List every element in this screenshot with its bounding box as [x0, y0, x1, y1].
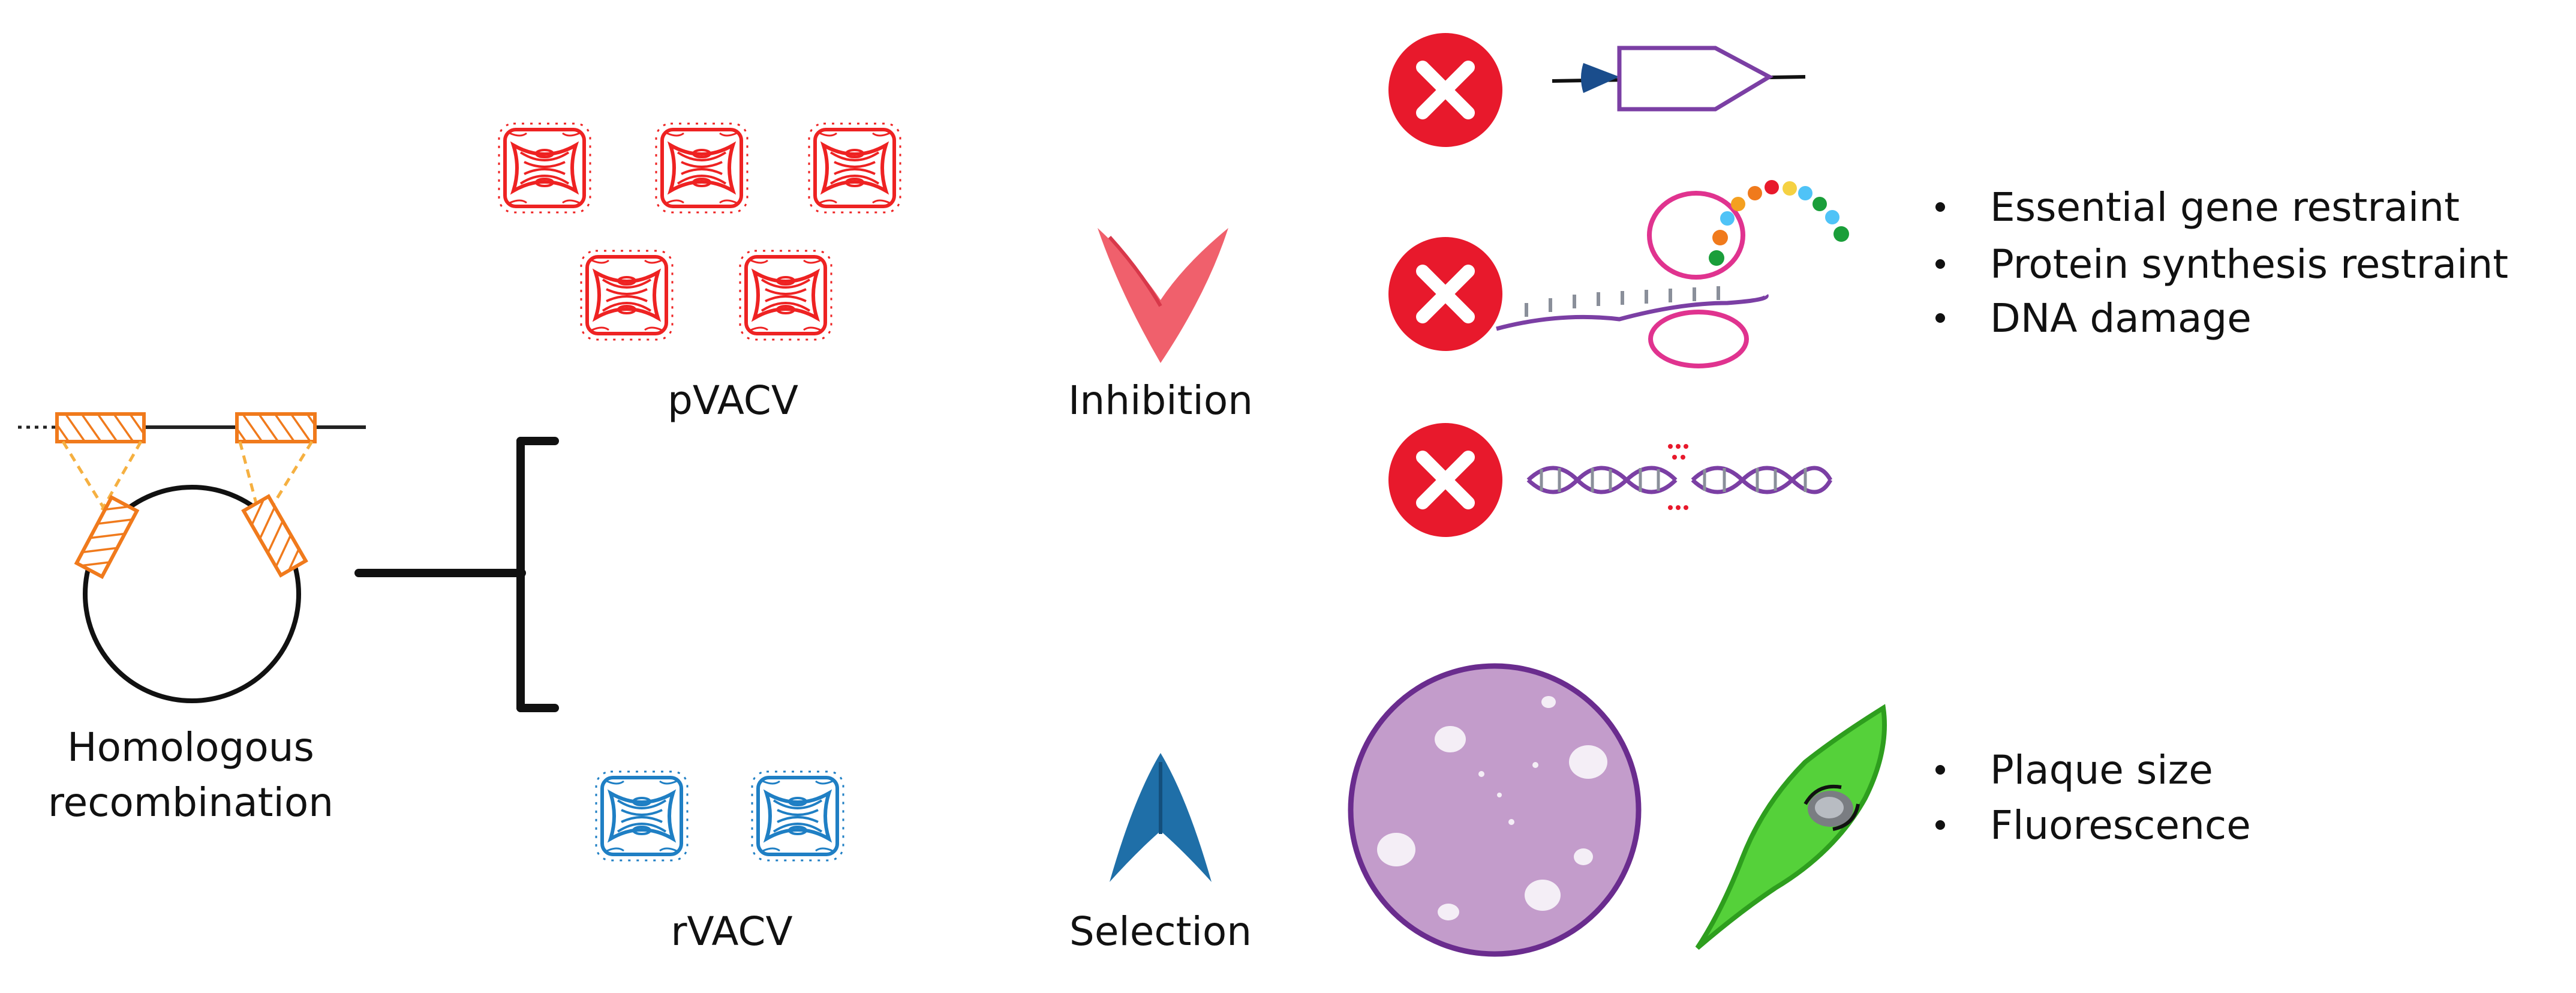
selection-item: Plaque size	[1990, 747, 2213, 793]
gene-construct-icon	[1552, 46, 1806, 112]
pvacv-label: pVACV	[668, 377, 798, 424]
selection-arrow-icon	[1110, 753, 1212, 882]
broken-dna-icon	[1526, 444, 1833, 510]
ribosome-translation-icon	[1496, 180, 1849, 368]
fluorescent-cell-icon	[1695, 704, 1887, 950]
inhibition-mechanism-list: Essential gene restraint Protein synthes…	[1935, 184, 2508, 341]
plaque-plate-icon	[1348, 663, 1642, 957]
selection-item: Fluorescence	[1990, 802, 2251, 848]
x-mark-icon	[1388, 237, 1502, 351]
homologous-label-line1: Homologous	[67, 724, 314, 770]
x-mark-icon	[1388, 33, 1502, 147]
rvacv-label: rVACV	[671, 908, 792, 955]
selection-label: Selection	[1069, 908, 1252, 955]
pvacv-virions	[499, 124, 900, 340]
mechanism-item: Protein synthesis restraint	[1990, 241, 2508, 287]
inhibition-label: Inhibition	[1068, 377, 1253, 424]
inhibition-arrow-icon	[1098, 228, 1228, 363]
mechanism-item: DNA damage	[1990, 295, 2252, 341]
mechanism-item: Essential gene restraint	[1990, 184, 2460, 230]
selection-marker-list: Plaque size Fluorescence	[1935, 747, 2251, 848]
rvacv-virions	[596, 772, 843, 860]
plasmid-icon	[18, 412, 366, 703]
homologous-label-line2: recombination	[48, 779, 333, 826]
branch-bracket	[354, 437, 559, 712]
x-mark-icon	[1388, 423, 1502, 537]
